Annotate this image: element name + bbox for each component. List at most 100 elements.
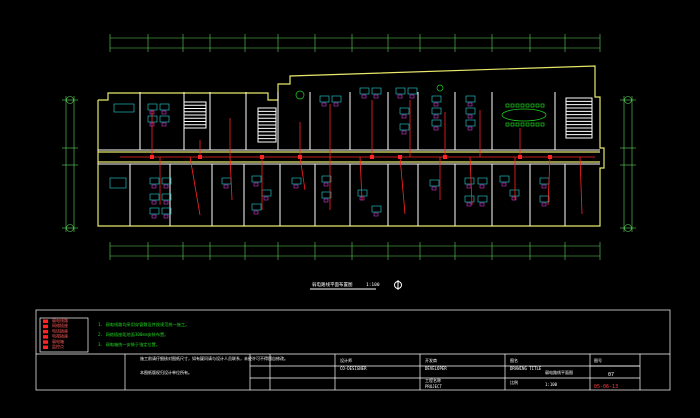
cabinet: [109, 177, 127, 189]
developer-label: 开发商: [425, 357, 437, 363]
stair-left: [183, 101, 207, 129]
chair: [151, 200, 157, 205]
chair: [467, 102, 473, 107]
stair-mid: [257, 107, 277, 143]
chair: [293, 184, 299, 189]
meeting-chair: [540, 103, 545, 108]
desk: [149, 177, 160, 185]
left-dimension-chain: [62, 96, 78, 232]
chair: [479, 184, 485, 189]
meeting-chair: [530, 122, 535, 127]
desk: [319, 95, 330, 103]
meeting-chair: [525, 122, 530, 127]
wiring-run: [547, 156, 551, 206]
note-line: 3. 弱电箱统一安装于指定位置。: [98, 341, 160, 348]
plant: [295, 90, 305, 100]
chair: [433, 102, 439, 107]
legend-item: 电话插座: [52, 327, 68, 333]
desk: [395, 87, 406, 95]
meeting-chair: [535, 122, 540, 127]
junction-box: [398, 155, 402, 159]
desk: [477, 177, 488, 185]
desk: [161, 177, 172, 185]
desk: [161, 193, 172, 201]
chair: [223, 184, 229, 189]
legend-item: 监控点: [52, 343, 64, 349]
chair: [151, 214, 157, 219]
desk: [477, 195, 488, 203]
weak-current-wiring: [120, 100, 595, 216]
chair: [467, 114, 473, 119]
drawing-no: 07: [608, 372, 614, 378]
chair: [433, 114, 439, 119]
wiring-run: [299, 156, 306, 191]
meeting-chair: [530, 103, 535, 108]
chair: [501, 182, 507, 187]
desk: [251, 175, 262, 183]
junction-box: [298, 155, 302, 159]
note-line: 1. 弱电线路均采用穿管敷设并按规范统一施工。: [98, 321, 189, 328]
wiring-run: [189, 156, 201, 216]
stair-right: [565, 97, 593, 139]
desk: [147, 115, 158, 123]
meeting-chair: [525, 103, 530, 108]
chair: [151, 184, 157, 189]
junction-box: [198, 155, 202, 159]
chair: [373, 212, 379, 217]
desk: [321, 191, 332, 199]
desk: [161, 207, 172, 215]
meeting-chair: [520, 103, 525, 108]
plan-caption: 弱电路线平面布置图: [312, 281, 353, 288]
plan-caption-group: 弱电路线平面布置图 1:100: [310, 280, 402, 290]
desk: [431, 107, 442, 115]
meeting-chair: [540, 122, 545, 127]
desk: [371, 205, 382, 213]
developer-en: DEVELOPER: [425, 366, 447, 371]
floor-plan: [97, 65, 605, 227]
desk: [251, 203, 262, 211]
desk: [357, 189, 368, 197]
desk: [371, 87, 382, 95]
right-dimension-chain: [620, 96, 636, 232]
chair: [479, 202, 485, 207]
wiring-run: [469, 156, 473, 206]
desk: [147, 103, 158, 111]
chair: [409, 94, 415, 99]
designer-en: CO-DESIGNER: [340, 366, 367, 371]
legend-swatch: [43, 335, 48, 339]
meeting-chair: [515, 122, 520, 127]
chair: [431, 186, 437, 191]
junction-box: [443, 155, 447, 159]
chair: [466, 202, 472, 207]
meeting-chair: [505, 103, 510, 108]
notes: 1. 弱电线路均采用穿管敷设并按规范统一施工。 2. 网络插座距地面300mm安…: [98, 321, 189, 348]
legend-swatch: [43, 324, 48, 329]
legend-swatch: [43, 345, 48, 349]
chair: [321, 102, 327, 107]
chair: [373, 94, 379, 99]
legend-swatch: [43, 329, 48, 334]
drawing-no-label: 图号: [594, 357, 602, 363]
wiring-run: [579, 156, 583, 215]
chair: [401, 130, 407, 135]
legend-item: 网络插座: [52, 322, 68, 328]
desk: [465, 95, 476, 103]
plan-scale: 1:100: [366, 282, 380, 288]
desk: [331, 95, 342, 103]
meeting-chair: [510, 103, 515, 108]
desk: [149, 207, 160, 215]
meeting-table: [501, 103, 547, 127]
junction-box: [518, 155, 522, 159]
chair: [253, 210, 259, 215]
drawing-title-en: DRAWING TITLE: [510, 366, 542, 371]
legend-swatch: [43, 319, 48, 323]
chair: [161, 110, 167, 115]
junction-box: [260, 155, 264, 159]
designer-label: 设计师: [340, 357, 352, 363]
desk: [464, 177, 475, 185]
chair: [163, 214, 169, 219]
bottom-dimension-chain: [109, 242, 601, 260]
wiring-run: [229, 156, 233, 201]
